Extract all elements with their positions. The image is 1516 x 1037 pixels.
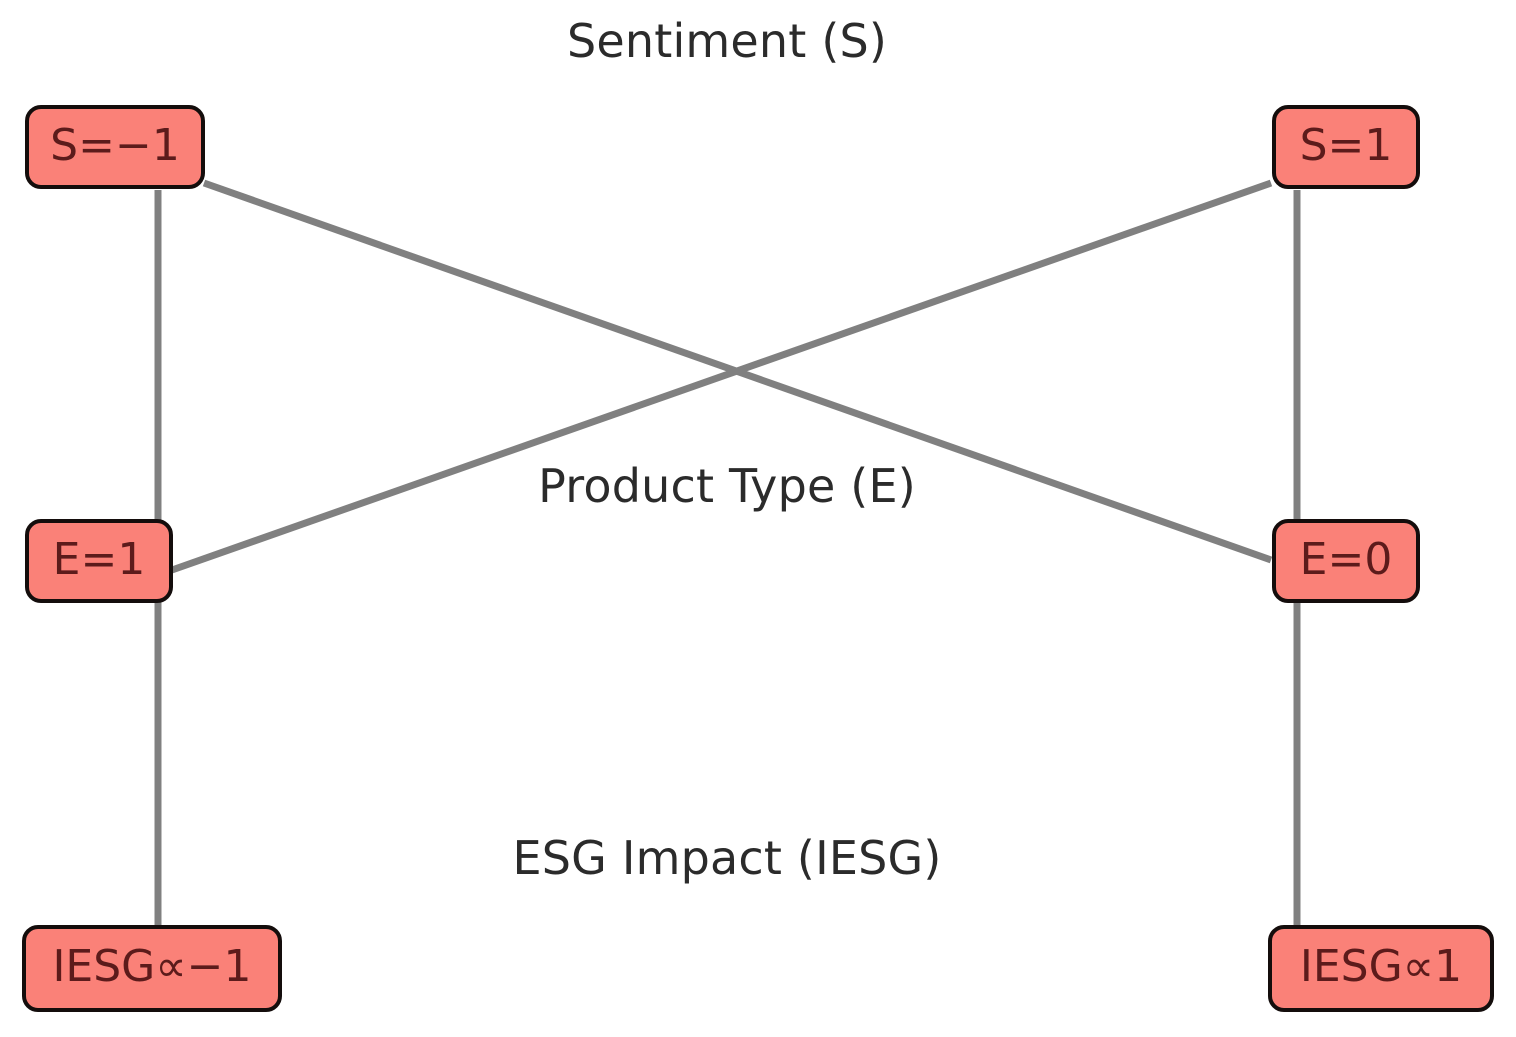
node-iesg-neg1[interactable]: IESG∝−1 xyxy=(22,925,282,1012)
group-label-product-type: Product Type (E) xyxy=(538,459,916,513)
node-s-pos1[interactable]: S=1 xyxy=(1272,105,1420,189)
node-e-1[interactable]: E=1 xyxy=(25,519,173,603)
node-e-0-label: E=0 xyxy=(1299,533,1393,585)
node-iesg-neg1-label: IESG∝−1 xyxy=(52,941,252,992)
node-iesg-pos1-label: IESG∝1 xyxy=(1299,941,1463,992)
node-e-1-label: E=1 xyxy=(52,533,146,585)
node-e-0[interactable]: E=0 xyxy=(1272,519,1420,603)
group-label-sentiment: Sentiment (S) xyxy=(566,14,888,68)
node-iesg-pos1[interactable]: IESG∝1 xyxy=(1268,925,1494,1012)
node-s-neg1[interactable]: S=−1 xyxy=(25,105,205,189)
node-s-pos1-label: S=1 xyxy=(1299,119,1393,171)
group-label-esg-impact: ESG Impact (IESG) xyxy=(512,831,942,885)
node-s-neg1-label: S=−1 xyxy=(50,119,180,171)
